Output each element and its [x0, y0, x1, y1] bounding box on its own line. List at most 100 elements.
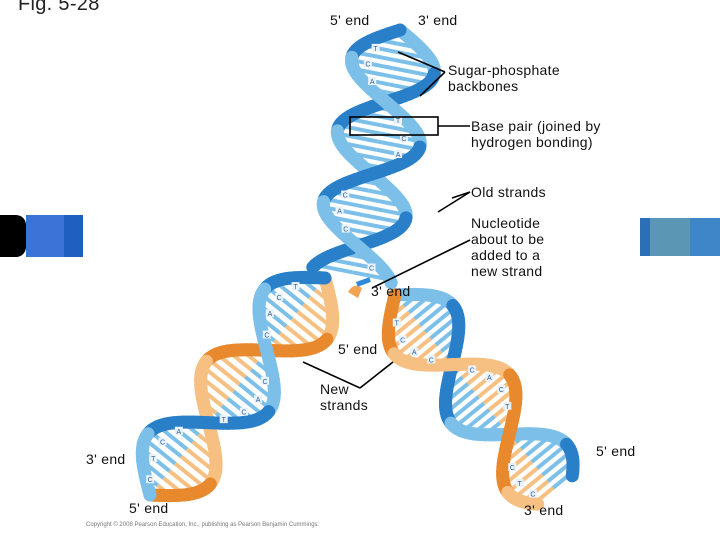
left-daughter-helix-base-letter-text: T — [222, 417, 227, 424]
right-daughter-helix-base-letter-text: T — [395, 321, 400, 328]
right-daughter-helix-base-letter: T — [503, 401, 512, 411]
figure-label: Fig. 5-28 — [18, 0, 100, 15]
pointer-new-strands — [302, 361, 361, 389]
left-daughter-helix-base-letter-bg — [291, 282, 300, 291]
right-daughter-helix-base-letter-bg — [410, 347, 419, 356]
label-left-3-end: 3' end — [86, 451, 126, 467]
right-daughter-helix-base-letter-text: A — [487, 375, 492, 382]
right-daughter-helix-base-letter-bg — [392, 318, 401, 327]
free-nucleotide — [348, 277, 371, 298]
left-daughter-helix-base-letter-text: C — [160, 439, 165, 446]
parent-helix-base-letter-text: C — [343, 193, 348, 200]
pointer-old-strands — [437, 191, 471, 213]
right-daughter-helix-base-letter-text: T — [505, 404, 510, 411]
left-daughter-helix-base-letter-text: C — [264, 333, 269, 340]
pointer-new-strands-2 — [359, 361, 394, 389]
left-daughter-helix-base-letter: T — [149, 453, 158, 463]
right-daughter-helix-base-letter-text: C — [510, 465, 515, 472]
left-daughter-helix-base-letter: C — [146, 475, 155, 484]
right-daughter-helix-base-letter: A — [410, 347, 419, 357]
parent-helix-base-letter-text: A — [370, 79, 375, 86]
label-top-3-end: 3' end — [418, 12, 458, 28]
left-daughter-helix-strand-back — [142, 483, 157, 502]
left-daughter-helix-base-letter-bg — [149, 453, 158, 462]
parent-helix-base-letter-text: C — [343, 227, 348, 234]
pointer-backbones-2 — [419, 71, 446, 97]
left-daughter-helix-base-letter: T — [219, 415, 228, 424]
left-daughter-helix-base-letter-text: A — [268, 311, 273, 318]
parent-helix-base-letter-text: C — [365, 61, 370, 68]
label-right-5-end: 5' end — [596, 443, 636, 459]
right-daughter-helix-base-letter-text: C — [400, 338, 405, 345]
right-daughter-helix-base-letter-text: C — [499, 387, 504, 394]
parent-helix-rung-half — [392, 66, 434, 79]
pointer-backbones — [397, 51, 446, 73]
right-daughter-helix-base-letter-bg — [497, 385, 506, 394]
left-daughter-helix-base-letter-bg — [174, 426, 183, 435]
copyright-notice: Copyright © 2008 Pearson Education, Inc.… — [86, 522, 320, 528]
parent-helix-base-letter-bg — [363, 59, 372, 68]
right-daughter-helix-base-letter: C — [528, 489, 537, 499]
left-daughter-helix-base-letter-text: T — [151, 456, 156, 463]
left-daughter-helix-base-letter-bg — [239, 407, 248, 416]
left-daughter-helix-base-letter-text: C — [262, 379, 267, 386]
right-daughter-helix-base-letter-text: C — [470, 367, 475, 374]
left-daughter-helix-base-letter-bg — [265, 309, 274, 318]
dna-strands — [135, 23, 580, 511]
left-daughter-helix-base-letter: C — [239, 407, 248, 417]
right-daughter-helix-base-letter-bg — [398, 335, 407, 344]
parent-helix-base-letter: C — [367, 263, 376, 273]
label-base-pair: Base pair (joined by hydrogen bonding) — [471, 118, 601, 150]
right-daughter-helix-base-letter-text: A — [412, 350, 417, 357]
left-daughter-helix-base-letter-text: A — [177, 429, 182, 436]
parent-helix-base-letter: C — [363, 59, 372, 68]
parent-helix-base-letter: A — [335, 206, 344, 215]
parent-helix-base-letter-text: C — [401, 136, 406, 143]
left-daughter-helix-base-letter-text: C — [277, 295, 282, 302]
left-daughter-helix-base-letter: C — [260, 376, 269, 386]
pointer-old-strands-2 — [451, 191, 471, 199]
right-daughter-helix-base-letter-bg — [528, 489, 537, 498]
left-daughter-helix-base-letter-bg — [158, 437, 167, 446]
left-daughter-helix-base-letter-bg — [262, 330, 271, 339]
right-daughter-helix-base-letter: T — [515, 478, 524, 488]
label-top-5-end: 5' end — [330, 12, 370, 28]
parent-helix-base-letter: C — [399, 134, 408, 143]
parent-helix-base-letter: A — [368, 77, 377, 86]
parent-helix-base-letter-bg — [367, 263, 376, 272]
right-daughter-helix-base-letter-bg — [427, 355, 436, 364]
label-left-5-end: 5' end — [129, 500, 169, 516]
parent-helix-base-letter-text: T — [373, 46, 378, 53]
parent-helix-base-letter-bg — [368, 77, 377, 86]
left-daughter-helix-base-letter: C — [275, 292, 284, 302]
right-daughter-helix-base-letter-bg — [515, 478, 524, 487]
label-fork-3-end: 3' end — [371, 283, 411, 299]
right-slide-tab — [640, 218, 720, 260]
right-daughter-helix-base-letter: C — [398, 335, 407, 345]
pointer-nucleotide — [371, 239, 471, 289]
label-old-strands: Old strands — [471, 184, 546, 200]
parent-helix-base-letter: T — [371, 43, 380, 53]
parent-helix-base-letter-text: A — [337, 208, 342, 215]
left-daughter-helix-base-letter-text: C — [241, 410, 246, 417]
right-daughter-helix-base-letter: A — [485, 373, 494, 382]
right-daughter-helix-base-letter: C — [497, 385, 506, 394]
left-daughter-helix-base-letter: T — [291, 282, 300, 291]
parent-helix-base-letter-text: C — [369, 266, 374, 273]
left-daughter-helix-base-letter-bg — [260, 376, 269, 385]
parent-helix-rung-half — [364, 204, 407, 217]
label-new-strands: New strands — [320, 381, 369, 413]
right-daughter-helix-base-letter-bg — [485, 373, 494, 382]
right-daughter-helix-base-letter: C — [427, 355, 436, 365]
label-right-3-end: 3' end — [524, 502, 564, 518]
parent-helix-base-letter-text: T — [396, 118, 401, 125]
parent-helix-base-letter-bg — [341, 190, 350, 199]
right-daughter-helix-base-letter: C — [468, 365, 477, 374]
left-daughter-helix-base-letter-text: A — [256, 397, 261, 404]
left-slide-tab — [0, 215, 83, 257]
label-sugar-phosphate-backbones: Sugar-phosphate backbones — [448, 62, 560, 94]
right-daughter-helix-base-letter-text: C — [429, 358, 434, 365]
right-daughter-helix-base-letter: T — [392, 318, 401, 328]
parent-helix-base-letter: C — [341, 224, 350, 234]
